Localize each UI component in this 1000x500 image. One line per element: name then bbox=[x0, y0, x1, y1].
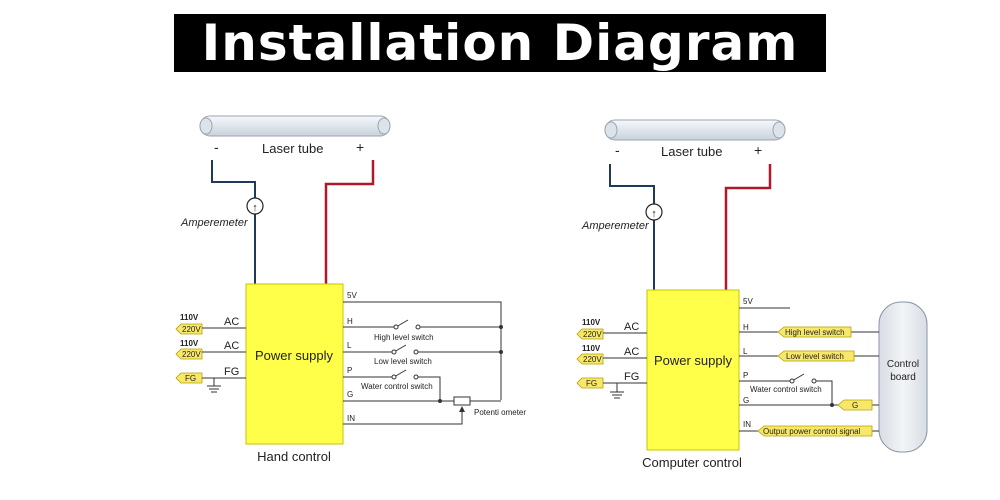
svg-text:AC: AC bbox=[224, 316, 239, 328]
laser-tube bbox=[604, 119, 786, 141]
pin-l: L bbox=[347, 341, 352, 350]
svg-text:110V: 110V bbox=[582, 344, 601, 353]
negative-terminal-label: - bbox=[615, 142, 620, 158]
potentiometer-icon bbox=[453, 396, 471, 406]
svg-text:FG: FG bbox=[586, 379, 597, 388]
junction-dots bbox=[438, 325, 503, 403]
computer-control-caption: Computer control bbox=[642, 455, 742, 470]
amperemeter-icon bbox=[645, 203, 663, 221]
pin-5v: 5V bbox=[743, 297, 753, 306]
high-level-switch-tag: High level switch bbox=[777, 326, 852, 338]
positive-wire bbox=[724, 164, 772, 290]
laser-tube-label: Laser tube bbox=[661, 144, 722, 159]
ac-input-2: 110V 220V AC bbox=[175, 339, 246, 360]
hand-control-caption: Hand control bbox=[257, 449, 331, 464]
ac-input-1: 110V 220V AC bbox=[576, 318, 647, 340]
amperemeter-symbol: ↑ bbox=[651, 208, 657, 220]
pin-h: H bbox=[347, 317, 353, 326]
low-level-switch-tag: Low level switch bbox=[777, 350, 855, 362]
junction-dot bbox=[830, 403, 834, 407]
negative-terminal-label: - bbox=[214, 139, 219, 155]
amperemeter-icon bbox=[246, 197, 264, 215]
title-banner: Installation Diagram bbox=[174, 14, 826, 72]
pin-in: IN bbox=[743, 420, 751, 429]
switch-contacts bbox=[391, 324, 421, 380]
svg-text:AC: AC bbox=[624, 321, 639, 333]
amperemeter-symbol: ↑ bbox=[252, 202, 258, 214]
negative-wire bbox=[609, 164, 655, 290]
positive-terminal-label: + bbox=[754, 142, 762, 158]
switch-contacts bbox=[789, 378, 817, 384]
ground-icon bbox=[207, 378, 221, 393]
high-level-switch-label: High level switch bbox=[374, 333, 434, 342]
power-supply bbox=[646, 289, 740, 451]
svg-text:FG: FG bbox=[224, 366, 239, 378]
ac-input-1: 110V 220V AC bbox=[175, 313, 246, 335]
pin-g: G bbox=[743, 396, 749, 405]
svg-text:220V: 220V bbox=[583, 330, 602, 339]
svg-text:G: G bbox=[852, 401, 858, 410]
control-board bbox=[878, 301, 928, 453]
laser-tube-label: Laser tube bbox=[262, 141, 323, 156]
water-control-switch-label: Water control switch bbox=[361, 382, 433, 391]
fg-input: FG FG bbox=[175, 366, 246, 393]
g-signal-tag: G bbox=[837, 399, 873, 411]
pin-l: L bbox=[743, 347, 748, 356]
svg-text:110V: 110V bbox=[582, 318, 601, 327]
svg-text:High level switch: High level switch bbox=[785, 328, 845, 337]
svg-text:FG: FG bbox=[185, 374, 196, 383]
svg-text:220V: 220V bbox=[583, 355, 602, 364]
page-title: Installation Diagram bbox=[201, 14, 799, 72]
potentiometer-wiper bbox=[459, 406, 465, 412]
svg-text:FG: FG bbox=[624, 371, 639, 383]
svg-text:220V: 220V bbox=[182, 350, 201, 359]
potentiometer-label: Potenti ometer bbox=[474, 408, 526, 417]
svg-text:AC: AC bbox=[624, 346, 639, 358]
water-control-switch-label: Water control switch bbox=[750, 385, 822, 394]
svg-text:Low level switch: Low level switch bbox=[786, 352, 844, 361]
fg-input: FG FG bbox=[576, 371, 647, 399]
hand-control-diagram: Laser tube - + ↑ Amperemeter Power suppl… bbox=[175, 115, 526, 464]
low-level-switch-label: Low level switch bbox=[374, 357, 432, 366]
power-supply-label: Power supply bbox=[654, 353, 733, 368]
computer-control-wiring bbox=[739, 307, 879, 432]
output-power-control-signal-tag: Output power control signal bbox=[757, 425, 873, 437]
laser-tube bbox=[199, 115, 391, 137]
negative-wire bbox=[211, 160, 256, 284]
positive-wire bbox=[324, 160, 375, 284]
power-supply bbox=[245, 283, 344, 445]
svg-text:110V: 110V bbox=[180, 339, 199, 348]
computer-control-diagram: Laser tube - + ↑ Amperemeter Power suppl… bbox=[576, 119, 928, 470]
pin-in: IN bbox=[347, 414, 355, 423]
ac-input-2: 110V 220V AC bbox=[576, 344, 647, 365]
svg-text:220V: 220V bbox=[182, 325, 201, 334]
svg-text:110V: 110V bbox=[180, 313, 199, 322]
positive-terminal-label: + bbox=[356, 139, 364, 155]
control-board-label-line1: Control bbox=[887, 359, 919, 370]
power-supply-label: Power supply bbox=[255, 348, 334, 363]
amperemeter-label: Amperemeter bbox=[180, 217, 249, 229]
pin-p: P bbox=[743, 371, 748, 380]
control-board-label-line2: board bbox=[890, 372, 916, 383]
pin-p: P bbox=[347, 366, 352, 375]
svg-text:Output power control signal: Output power control signal bbox=[763, 427, 861, 436]
pin-h: H bbox=[743, 323, 749, 332]
amperemeter-label: Amperemeter bbox=[581, 220, 650, 232]
ground-icon bbox=[610, 383, 624, 399]
pin-5v: 5V bbox=[347, 291, 357, 300]
pin-g: G bbox=[347, 390, 353, 399]
svg-text:AC: AC bbox=[224, 340, 239, 352]
